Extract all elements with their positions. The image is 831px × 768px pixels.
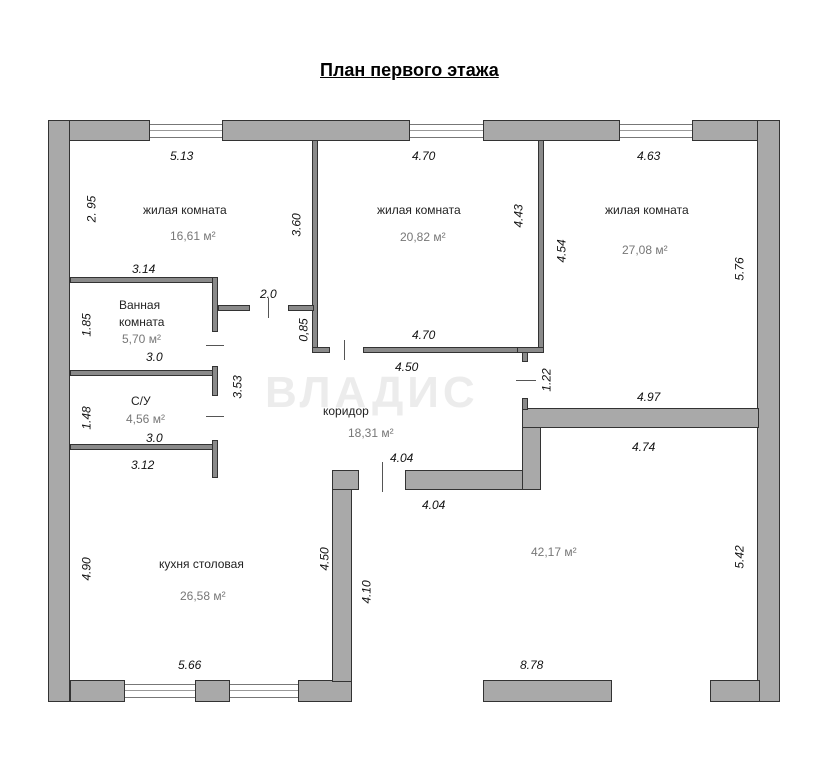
dimension: 4.50 xyxy=(395,360,419,374)
wall xyxy=(312,347,330,353)
door-mark xyxy=(344,340,345,360)
window xyxy=(230,684,298,698)
dimension: 5.66 xyxy=(178,658,202,672)
window xyxy=(410,124,483,138)
dimension: 3.14 xyxy=(132,262,156,276)
room-area: 18,31 м² xyxy=(348,426,394,440)
room-area: 16,61 м² xyxy=(170,229,216,243)
wall xyxy=(48,120,70,702)
wall xyxy=(332,470,352,682)
door-mark xyxy=(516,380,536,381)
room-area: 27,08 м² xyxy=(622,243,668,257)
window xyxy=(620,124,692,138)
window xyxy=(125,684,195,698)
wall xyxy=(757,120,780,702)
wall xyxy=(222,120,410,141)
wall xyxy=(538,140,544,352)
wall xyxy=(312,140,318,352)
wall xyxy=(522,398,528,410)
plan-title: План первого этажа xyxy=(320,60,499,80)
door-mark xyxy=(206,345,224,346)
room-area: 4,56 м² xyxy=(126,412,165,426)
wall xyxy=(298,680,352,702)
wall xyxy=(710,680,760,702)
wall xyxy=(517,347,544,353)
door-mark xyxy=(382,462,383,492)
wall xyxy=(522,352,528,362)
room-area: 42,17 м² xyxy=(531,545,577,559)
dimension: 2.0 xyxy=(260,287,277,301)
dimension: 5.13 xyxy=(170,149,194,163)
dimension: 4.97 xyxy=(637,390,661,404)
wall xyxy=(363,347,523,353)
dimension: 3.0 xyxy=(146,350,163,364)
wall xyxy=(212,440,218,478)
dimension: 2. 95 xyxy=(84,195,99,223)
dimension: 4.74 xyxy=(632,440,656,454)
dimension: 1.48 xyxy=(79,406,94,430)
dimension: 3.0 xyxy=(146,431,163,445)
door-mark xyxy=(206,416,224,417)
dimension: 3.60 xyxy=(289,213,304,237)
wall xyxy=(70,370,218,376)
dimension: 4.04 xyxy=(390,451,414,465)
room-name: жилая комната xyxy=(143,203,227,217)
dimension: 8.78 xyxy=(520,658,544,672)
wall xyxy=(70,277,218,283)
dimension: 0,85 xyxy=(296,318,311,342)
dimension: 5.42 xyxy=(732,545,747,569)
room-name: коридор xyxy=(323,404,369,418)
wall xyxy=(212,277,218,332)
room-name: С/У xyxy=(131,394,151,408)
dimension: 4.50 xyxy=(317,547,332,571)
dimension: 4.43 xyxy=(511,204,526,228)
wall xyxy=(70,444,218,450)
dimension: 3.53 xyxy=(230,375,245,399)
wall xyxy=(483,680,612,702)
wall xyxy=(405,470,541,490)
room-name: жилая комната xyxy=(377,203,461,217)
room-area: 20,82 м² xyxy=(400,230,446,244)
wall xyxy=(332,470,359,490)
room-name: Ванная xyxy=(119,298,161,312)
wall xyxy=(288,305,314,311)
wall xyxy=(70,680,125,702)
dimension: 4.10 xyxy=(359,580,374,604)
dimension: 4.04 xyxy=(422,498,446,512)
dimension: 4.90 xyxy=(79,557,94,581)
dimension: 4.70 xyxy=(412,328,436,342)
door-mark xyxy=(268,298,269,318)
dimension: 1.22 xyxy=(539,368,554,392)
dimension: 5.76 xyxy=(732,257,747,281)
room-area: 5,70 м² xyxy=(122,332,161,346)
dimension: 4.63 xyxy=(637,149,661,163)
wall xyxy=(212,366,218,396)
watermark: ВЛАДИС xyxy=(265,368,479,417)
dimension: 4.70 xyxy=(412,149,436,163)
room-area: 26,58 м² xyxy=(180,589,226,603)
wall xyxy=(195,680,230,702)
room-name: жилая комната xyxy=(605,203,689,217)
dimension: 3.12 xyxy=(131,458,155,472)
room-name: кухня столовая xyxy=(159,557,244,571)
dimension: 4.54 xyxy=(554,239,569,263)
window xyxy=(150,124,222,138)
room-name: комната xyxy=(119,315,165,329)
wall xyxy=(483,120,620,141)
wall xyxy=(218,305,250,311)
wall xyxy=(522,408,759,428)
dimension: 1.85 xyxy=(79,313,94,337)
